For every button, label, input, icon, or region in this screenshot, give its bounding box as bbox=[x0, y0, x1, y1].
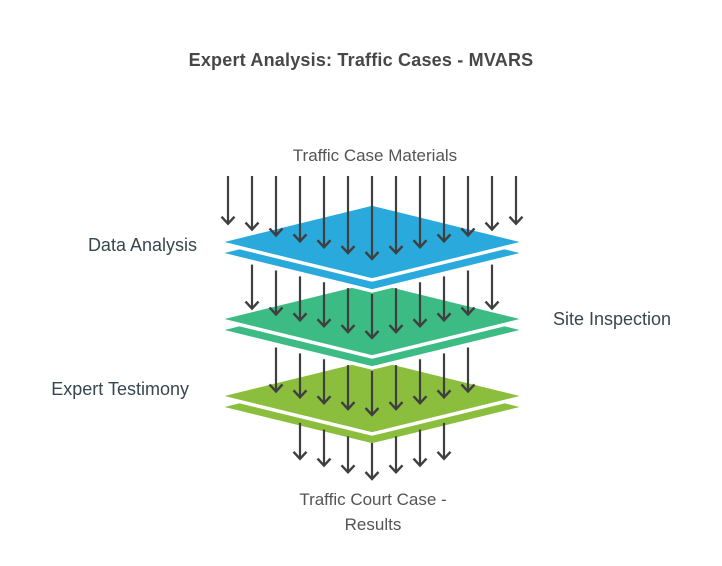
flow-arrow bbox=[388, 436, 404, 475]
flow-arrow bbox=[292, 176, 308, 244]
flow-arrow bbox=[268, 270, 284, 317]
flow-arrow bbox=[364, 443, 380, 481]
flow-arrow bbox=[268, 347, 284, 394]
flow-arrow bbox=[340, 176, 356, 255]
flow-arrow bbox=[364, 371, 380, 417]
flow-arrow bbox=[388, 176, 404, 255]
page-title: Expert Analysis: Traffic Cases - MVARS bbox=[188, 50, 534, 70]
flow-arrow bbox=[244, 176, 260, 232]
flow-arrow bbox=[388, 288, 404, 334]
flow-arrow bbox=[316, 359, 332, 406]
flow-arrow bbox=[412, 359, 428, 406]
flow-arrow bbox=[220, 176, 236, 226]
flow-arrow bbox=[316, 176, 332, 250]
layer-label-site-inspection: Site Inspection bbox=[553, 309, 672, 329]
flow-arrow bbox=[412, 429, 428, 468]
flow-arrow bbox=[436, 176, 452, 244]
flow-arrow bbox=[412, 282, 428, 329]
flow-arrow bbox=[316, 429, 332, 468]
flow-arrow bbox=[460, 270, 476, 317]
flow-arrow bbox=[436, 276, 452, 323]
flow-arrow bbox=[460, 176, 476, 238]
flow-arrow bbox=[388, 365, 404, 411]
flow-arrow bbox=[292, 422, 308, 461]
flow-arrow bbox=[364, 294, 380, 340]
flow-arrow bbox=[340, 365, 356, 411]
input-label: Traffic Case Materials bbox=[292, 146, 458, 165]
flow-arrow bbox=[508, 176, 524, 226]
output-label-line1: Traffic Court Case - bbox=[299, 490, 447, 509]
layer-label-expert-testimony: Expert Testimony bbox=[51, 379, 189, 399]
flow-arrow bbox=[340, 436, 356, 475]
layer-label-data-analysis: Data Analysis bbox=[87, 235, 197, 255]
flow-arrow bbox=[436, 422, 452, 461]
flow-arrow bbox=[340, 288, 356, 334]
flow-arrow bbox=[436, 353, 452, 400]
flow-arrow bbox=[316, 282, 332, 329]
flow-arrow bbox=[412, 176, 428, 250]
flow-arrow bbox=[244, 264, 260, 311]
flow-arrow bbox=[460, 347, 476, 394]
flow-arrow bbox=[292, 353, 308, 400]
output-label: Traffic Court Case - Results bbox=[299, 487, 446, 537]
flow-arrow bbox=[268, 176, 284, 238]
flow-arrow bbox=[364, 176, 380, 261]
output-label-line2: Results bbox=[344, 515, 402, 534]
flow-arrow bbox=[292, 276, 308, 323]
flow-arrow bbox=[484, 264, 500, 311]
flow-arrow bbox=[484, 176, 500, 232]
